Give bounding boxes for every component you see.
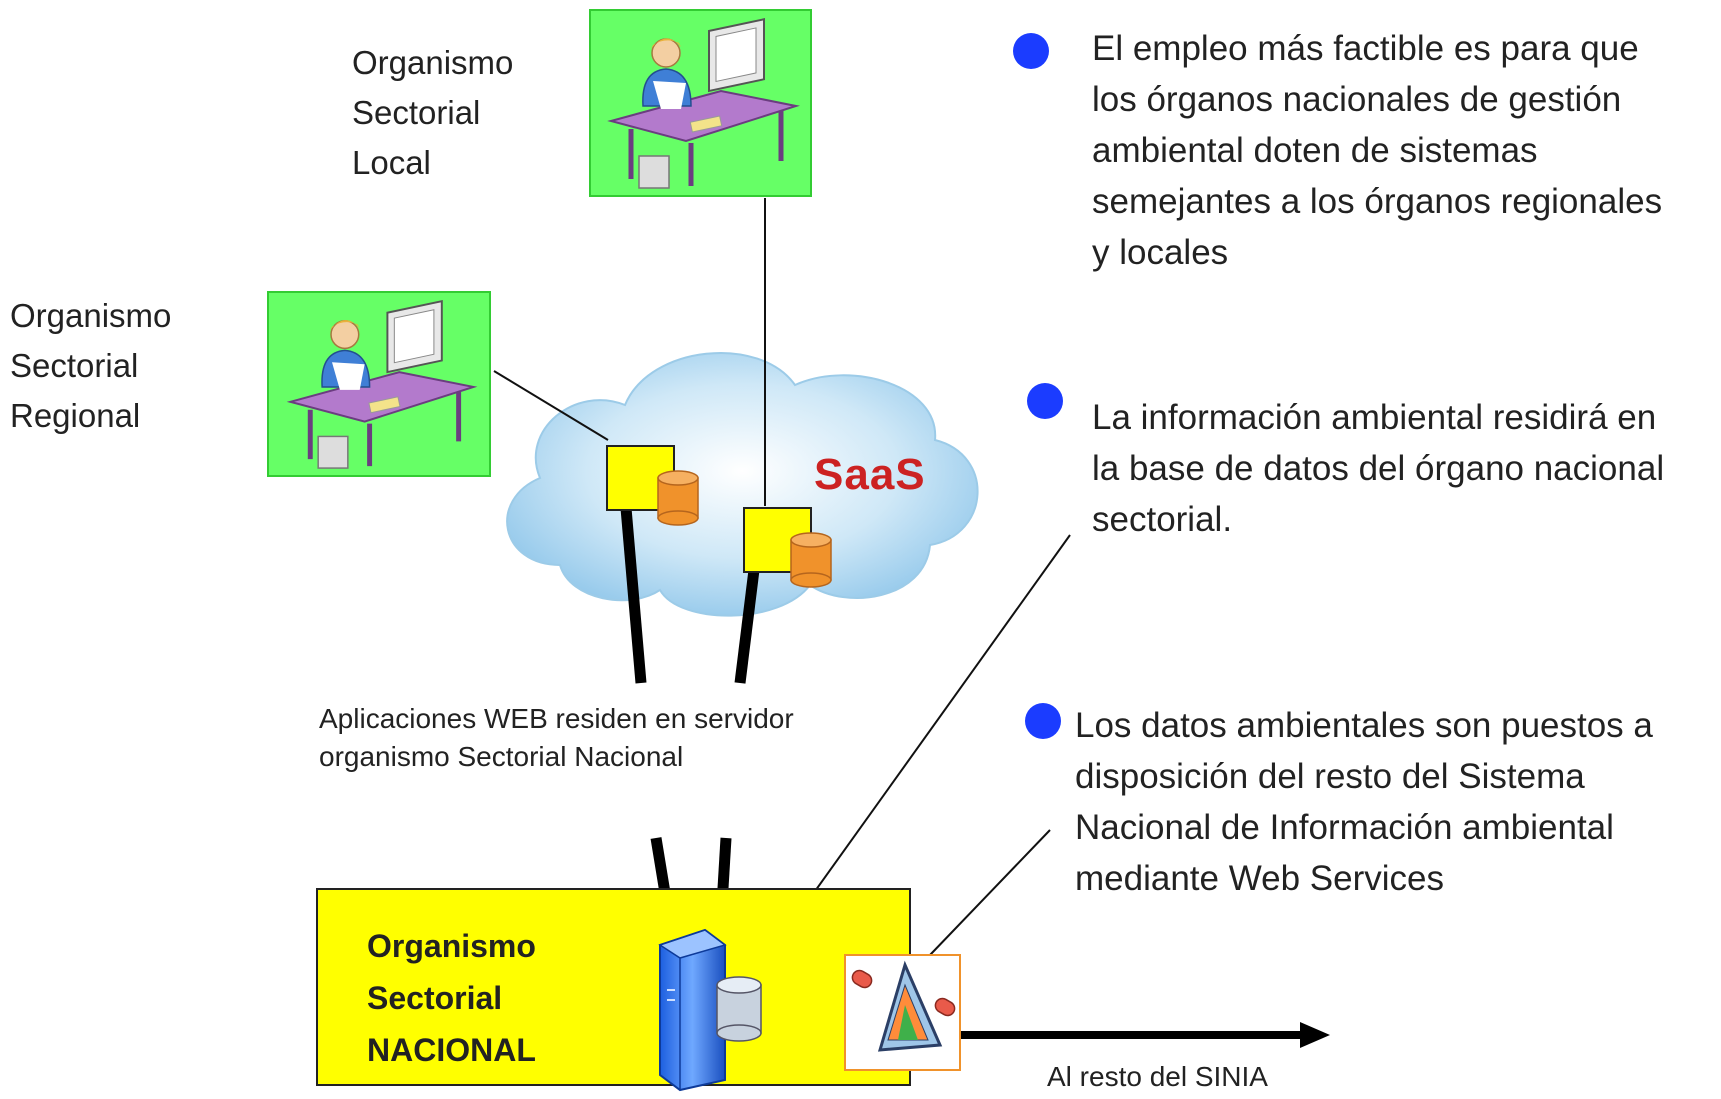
thick-link-right	[734, 569, 760, 684]
bullet-1-line-1: El empleo más factible es para que	[1092, 29, 1639, 68]
national-node-label: Organismo Sectorial NACIONAL	[367, 920, 536, 1076]
bullet-1-line-5: y locales	[1092, 233, 1229, 272]
regional-label-line-1: Organismo	[10, 297, 172, 334]
bullet-dot-2	[1027, 383, 1063, 419]
bullet-2-line-2: la base de datos del órgano nacional	[1092, 449, 1665, 488]
local-label-line-3: Local	[352, 144, 431, 181]
bullet-1-line-4: semejantes a los órganos regionales	[1092, 182, 1663, 221]
saas-label: SaaS	[814, 450, 926, 499]
local-node-label: Organismo Sectorial Local	[352, 38, 513, 188]
bullet-3-line-1: Los datos ambientales son puestos a	[1075, 706, 1653, 745]
web-app-box-1	[606, 445, 699, 526]
national-label-line-3: NACIONAL	[367, 1032, 536, 1068]
web-apps-caption: Aplicaciones WEB residen en servidor org…	[319, 700, 794, 776]
person-at-desk-icon	[607, 18, 800, 189]
arrow-right-icon	[958, 1022, 1330, 1048]
database-icon	[790, 532, 832, 588]
local-label-line-2: Sectorial	[352, 94, 481, 131]
database-icon	[657, 470, 699, 526]
regional-label-line-3: Regional	[10, 397, 141, 434]
regional-label-line-2: Sectorial	[10, 347, 139, 384]
bullet-3-line-2: disposición del resto del Sistema	[1075, 757, 1585, 796]
bullet-2-line-1: La información ambiental residirá en	[1092, 398, 1657, 437]
person-at-desk-icon	[286, 299, 478, 469]
web-apps-caption-line-1: Aplicaciones WEB residen en servidor	[319, 703, 794, 734]
regional-node-label: Organismo Sectorial Regional	[10, 291, 171, 441]
web-apps-caption-line-2: organismo Sectorial Nacional	[319, 741, 684, 772]
bullet-text-3: Los datos ambientales son puestos a disp…	[1075, 700, 1715, 904]
output-caption: Al resto del SINIA	[1047, 1061, 1268, 1092]
bullet-1-line-2: los órganos nacionales de gestión	[1092, 80, 1622, 119]
bullet-3-line-3: Nacional de Información ambiental	[1075, 808, 1614, 847]
national-node-box: Organismo Sectorial NACIONAL	[316, 888, 911, 1086]
thick-link-left	[620, 507, 647, 684]
bullet-3-line-4: mediante Web Services	[1075, 859, 1444, 898]
bullet-dot-1	[1013, 33, 1049, 69]
local-label-line-1: Organismo	[352, 44, 514, 81]
bullet-2-line-3: sectorial.	[1092, 500, 1233, 539]
connector-regional-cloud	[493, 370, 609, 441]
regional-node-box	[267, 291, 491, 477]
connector-ws-note	[929, 829, 1051, 956]
web-app-box-2	[743, 507, 832, 588]
bullet-1-line-3: ambiental doten de sistemas	[1092, 131, 1538, 170]
national-label-line-2: Sectorial	[367, 980, 503, 1016]
bullet-text-1: El empleo más factible es para que los ó…	[1092, 23, 1717, 278]
local-node-box	[589, 9, 812, 197]
bullet-text-2: La información ambiental residirá en la …	[1092, 392, 1717, 545]
national-label-line-1: Organismo	[367, 928, 536, 964]
bullet-dot-3	[1025, 703, 1061, 739]
